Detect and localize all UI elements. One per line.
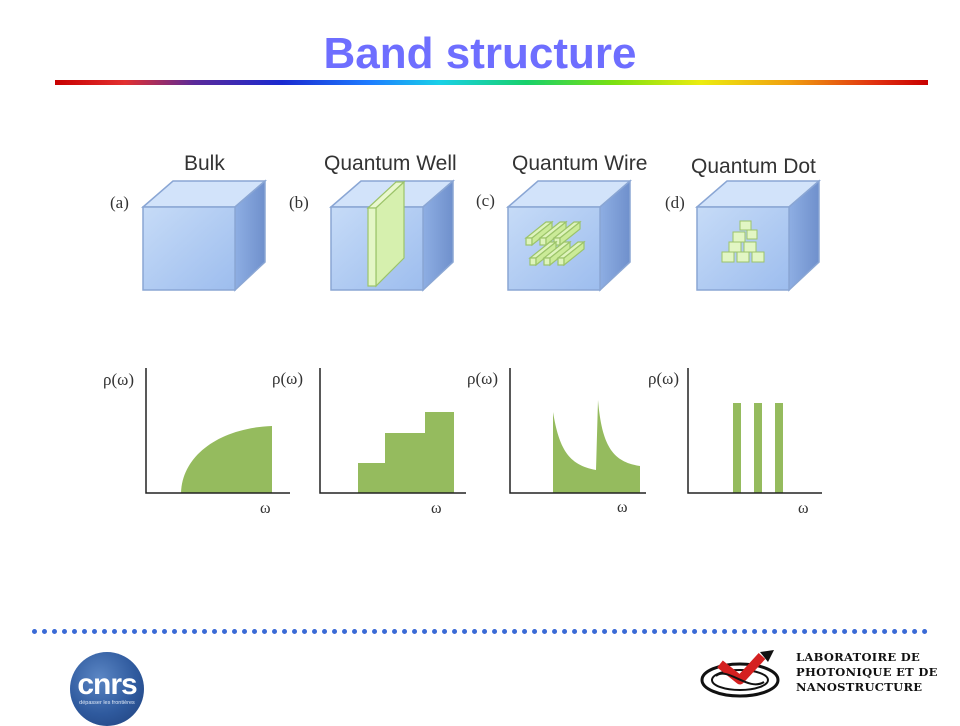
band-structure-figure: (a) Bulk (b) Quantum Well (c) Quantum Wi… (103, 152, 822, 517)
dos-peak-2 (754, 403, 762, 493)
quantum-dot-cubes (721, 220, 765, 263)
label-quantum-dot: Quantum Dot (691, 155, 816, 178)
dos-ylabel: ρ(ω) (103, 370, 134, 389)
lpn-logo (700, 650, 780, 698)
rainbow-divider (55, 80, 928, 85)
panel-letter-d: (d) (665, 193, 685, 212)
panel-letter-b: (b) (289, 193, 309, 212)
cnrs-logo-subtext: dépasser les frontières (79, 700, 135, 706)
lab-name-line-1: LABORATOIRE DE (796, 650, 921, 664)
dos-peak-1 (733, 403, 741, 493)
axes (687, 368, 822, 494)
dos-graph-bulk: ρ(ω) ω (103, 368, 290, 517)
axes (145, 368, 290, 494)
quantum-well-cube (328, 179, 456, 292)
dos-xlabel: ω (260, 500, 271, 517)
panel-letter-c: (c) (476, 191, 495, 210)
axes (319, 368, 466, 494)
dos-xlabel: ω (798, 500, 809, 517)
bulk-cube (140, 179, 268, 292)
dos-fill-quantum-well (358, 412, 454, 493)
panel-bulk: (a) Bulk (110, 152, 268, 292)
dos-ylabel: ρ(ω) (648, 369, 679, 388)
panel-quantum-wire: (c) Quantum Wire (476, 152, 647, 292)
dos-graph-quantum-wire: ρ(ω) ω (467, 368, 646, 516)
label-bulk: Bulk (184, 152, 225, 175)
panel-quantum-dot: (d) Quantum Dot (665, 155, 822, 292)
dos-fill-quantum-wire (553, 400, 640, 493)
dos-xlabel: ω (617, 499, 628, 516)
lab-name-line-3: NANOSTRUCTURE (796, 680, 923, 694)
cnrs-logo-text: cnrs (77, 668, 137, 701)
cnrs-logo: cnrs dépasser les frontières (70, 652, 144, 726)
panel-letter-a: (a) (110, 193, 129, 212)
label-quantum-well: Quantum Well (324, 152, 457, 175)
dos-ylabel: ρ(ω) (467, 369, 498, 388)
quantum-wire-cube (505, 179, 633, 292)
quantum-well-slab (366, 180, 406, 288)
lab-name: LABORATOIRE DE PHOTONIQUE ET DE NANOSTRU… (796, 650, 946, 695)
dos-peak-3 (775, 403, 783, 493)
lab-name-line-2: PHOTONIQUE ET DE (796, 665, 938, 679)
dos-graph-quantum-well: ρ(ω) ω (272, 368, 466, 517)
quantum-wire-bars (524, 220, 586, 267)
label-quantum-wire: Quantum Wire (512, 152, 647, 175)
axes (509, 368, 646, 494)
dos-fill-bulk (181, 426, 272, 493)
quantum-dot-cube (694, 179, 822, 292)
panel-quantum-well: (b) Quantum Well (289, 152, 457, 292)
footer-dotted-rule (32, 629, 928, 634)
cube-front-face (142, 206, 236, 291)
cube-front-face (696, 206, 790, 291)
slide-title: Band structure (323, 29, 637, 78)
dos-graph-quantum-dot: ρ(ω) ω (648, 368, 822, 517)
dos-xlabel: ω (431, 500, 442, 517)
dos-ylabel: ρ(ω) (272, 369, 303, 388)
